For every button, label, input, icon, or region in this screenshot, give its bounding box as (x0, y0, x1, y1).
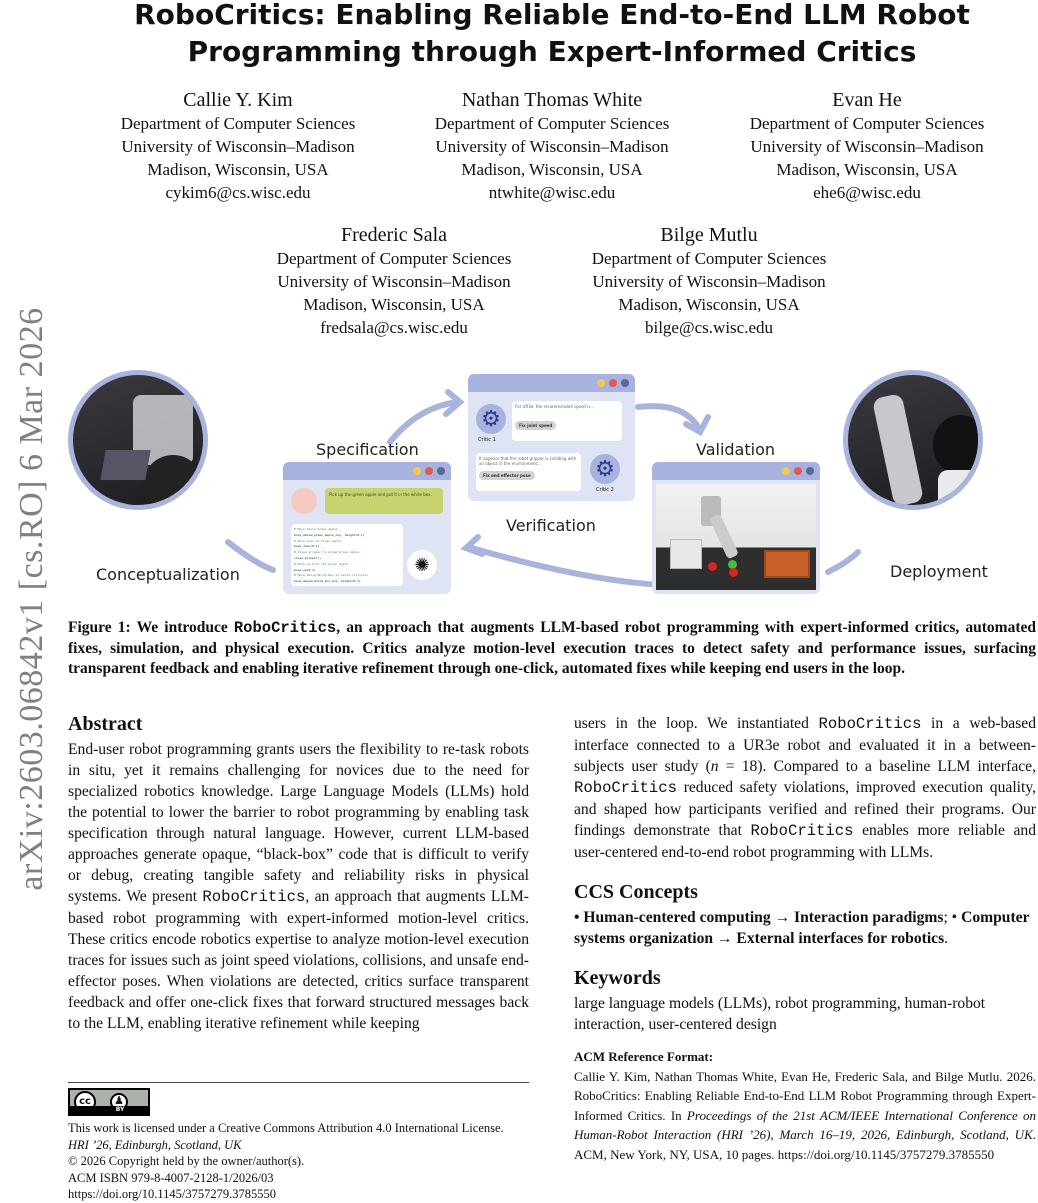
author-email: ehe6@wisc.edu (813, 183, 921, 202)
footnote-divider (68, 1082, 529, 1083)
figure-1: Pick up the green apple and put it in th… (68, 362, 1036, 602)
critic-1-gear-icon: ⚙ (476, 404, 506, 434)
author-name: Frederic Sala (340, 224, 448, 246)
specification-window: Pick up the green apple and put it in th… (283, 462, 451, 594)
author-univ: University of Wisconsin–Madison (750, 137, 984, 156)
author-block: Evan He Department of Computer Sciences … (717, 88, 1017, 204)
author-location: Madison, Wisconsin, USA (303, 295, 485, 314)
user-avatar (291, 488, 317, 514)
acm-reference: ACM Reference Format: Callie Y. Kim, Nat… (574, 1049, 1036, 1162)
left-column: Abstract End-user robot programming gran… (68, 711, 529, 1034)
author-name: Evan He (832, 89, 902, 111)
author-email: cykim6@cs.wisc.edu (165, 183, 311, 202)
author-univ: University of Wisconsin–Madison (435, 137, 669, 156)
stage-verification: Verification (506, 516, 596, 535)
author-univ: University of Wisconsin–Madison (121, 137, 355, 156)
keywords-heading: Keywords (574, 967, 661, 989)
author-location: Madison, Wisconsin, USA (147, 160, 329, 179)
title-line-2: Programming through Expert-Informed Crit… (187, 35, 917, 68)
author-univ: University of Wisconsin–Madison (592, 272, 826, 291)
author-dept: Department of Computer Sciences (591, 249, 827, 268)
author-location: Madison, Wisconsin, USA (776, 160, 958, 179)
author-name: Nathan Thomas White (461, 89, 643, 111)
keywords-text: large language models (LLMs), robot prog… (574, 995, 986, 1033)
critic-2-gear-icon: ⚙ (590, 454, 620, 484)
ccs-heading: CCS Concepts (574, 881, 698, 903)
validation-window (652, 462, 820, 594)
right-column: users in the loop. We instantiated RoboC… (574, 713, 1036, 1164)
author-dept: Department of Computer Sciences (276, 249, 512, 268)
stage-validation: Validation (696, 440, 776, 459)
verification-window: ⚙ Critic 1 For UR3e, the recommended spe… (468, 374, 635, 501)
figure-caption: Figure 1: We introduce RoboCritics, an a… (68, 619, 1037, 677)
author-dept: Department of Computer Sciences (120, 114, 356, 133)
stage-conceptualization: Conceptualization (96, 565, 240, 584)
title-line-1: RoboCritics: Enabling Reliable End-to-En… (134, 0, 970, 31)
author-dept: Department of Computer Sciences (434, 114, 670, 133)
copyright-text: © 2026 Copyright held by the owner/autho… (68, 1154, 305, 1168)
deployment-photo (843, 370, 983, 510)
license-text: This work is licensed under a Creative C… (68, 1121, 504, 1135)
paper-title: RoboCritics: Enabling Reliable End-to-En… (68, 0, 1036, 70)
cc-by-badge[interactable]: cc ♟ BY (68, 1088, 150, 1116)
author-email: fredsala@cs.wisc.edu (320, 318, 468, 337)
fix-end-effector-pose-button[interactable]: Fix end effector pose (479, 471, 535, 480)
license-block: This work is licensed under a Creative C… (68, 1120, 538, 1203)
conceptualization-photo (68, 370, 208, 510)
arrow-to-specification (225, 539, 276, 573)
simulation-view (656, 484, 816, 590)
isbn-text: ACM ISBN 979-8-4007-2128-1/2026/03 (68, 1170, 274, 1185)
stage-deployment: Deployment (890, 562, 988, 581)
author-email: ntwhite@wisc.edu (488, 183, 616, 202)
author-location: Madison, Wisconsin, USA (618, 295, 800, 314)
fix-joint-speed-button[interactable]: Fix joint speed (515, 421, 557, 430)
author-email: bilge@cs.wisc.edu (644, 318, 773, 337)
author-name: Callie Y. Kim (183, 89, 293, 111)
author-dept: Department of Computer Sciences (749, 114, 985, 133)
ccs-concepts: • Human-centered computing → Interaction… (574, 909, 1030, 947)
arxiv-stamp: arXiv:2603.06842v1 [cs.RO] 6 Mar 2026 (13, 307, 50, 891)
doi-link[interactable]: https://doi.org/10.1145/3757279.3785550 (68, 1187, 276, 1201)
author-location: Madison, Wisconsin, USA (461, 160, 643, 179)
abstract-heading: Abstract (68, 713, 143, 735)
by-label: BY (70, 1106, 148, 1114)
critic-2-label: Critic 2 (596, 487, 614, 493)
critic-1-label: Critic 1 (478, 437, 496, 443)
abstract-text: End-user robot programming grants users … (68, 741, 529, 1032)
stage-specification: Specification (316, 440, 419, 459)
author-name: Bilge Mutlu (660, 224, 758, 246)
abstract-continued: users in the loop. We instantiated RoboC… (574, 715, 1036, 861)
author-block: Callie Y. Kim Department of Computer Sci… (88, 88, 388, 204)
venue-text: HRI ’26, Edinburgh, Scotland, UK (68, 1137, 242, 1152)
critic-1-bubble: For UR3e, the recommended speed is... Fi… (512, 401, 622, 441)
author-block: Nathan Thomas White Department of Comput… (402, 88, 702, 204)
critic-2-bubble: It appears that the robot gripper is col… (476, 453, 581, 491)
author-univ: University of Wisconsin–Madison (277, 272, 511, 291)
user-prompt-bubble: Pick up the green apple and put it in th… (325, 488, 443, 514)
llm-logo-icon: ✺ (407, 550, 437, 580)
author-block: Bilge Mutlu Department of Computer Scien… (559, 223, 859, 339)
author-block: Frederic Sala Department of Computer Sci… (244, 223, 544, 339)
